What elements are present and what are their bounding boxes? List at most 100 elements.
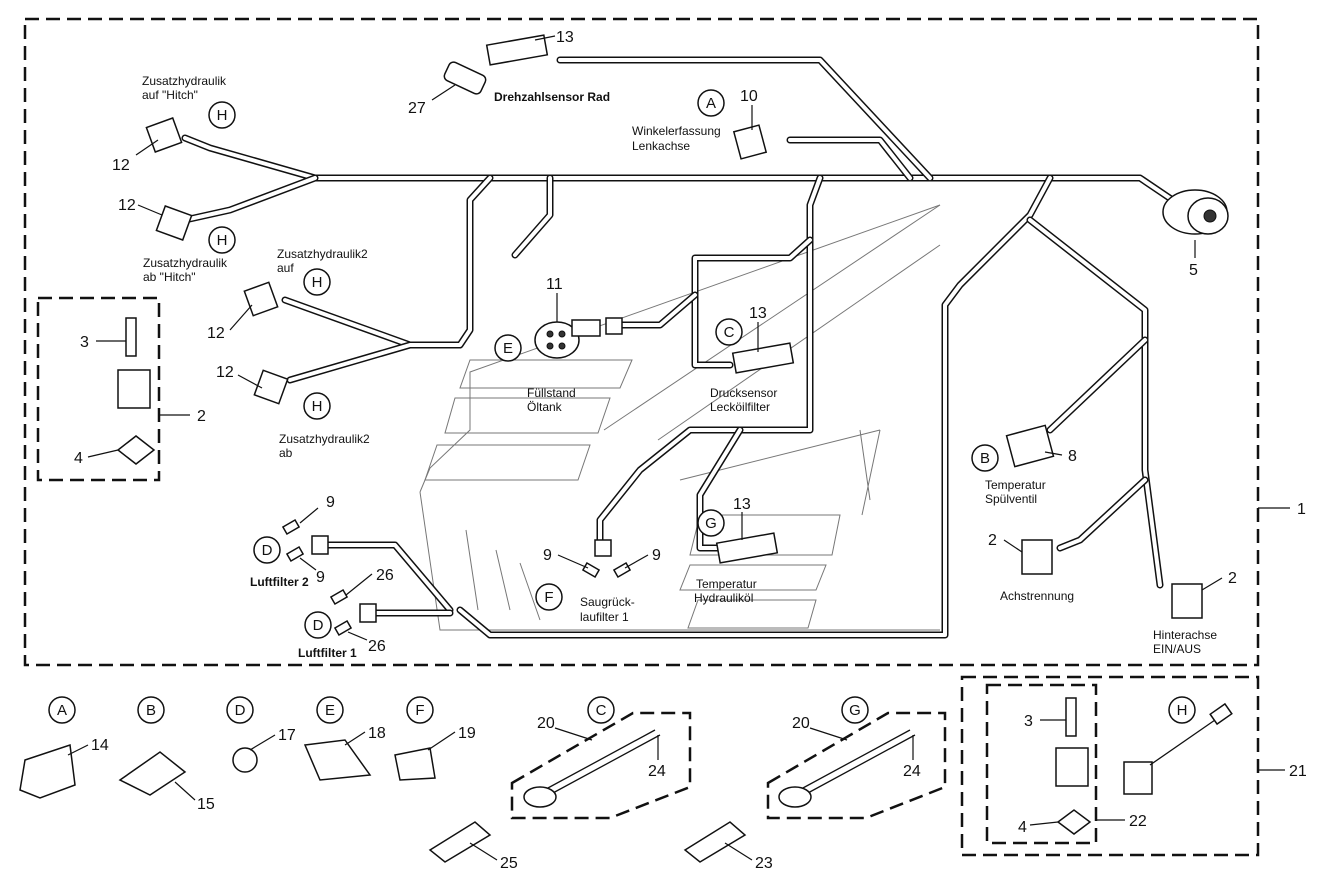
kit2-parts (116, 317, 156, 465)
svg-text:H: H (312, 398, 323, 415)
circle-d-top: D (253, 536, 281, 564)
svg-text:G: G (705, 515, 717, 532)
label-zusatz2-ab-1: Zusatzhydraulik2 (279, 432, 370, 446)
svg-text:H: H (217, 232, 228, 249)
num-12-c: 12 (207, 325, 225, 342)
label-druck-1: Drucksensor (710, 386, 777, 400)
circle-c-top: C (715, 318, 743, 346)
label-zusatz-hitch-ab-2: ab "Hitch" (143, 270, 196, 284)
connector-10 (732, 124, 768, 160)
num-12-d: 12 (216, 364, 234, 381)
num-13-low: 13 (733, 496, 751, 513)
text-labels: Zusatzhydraulik auf "Hitch" Zusatzhydrau… (142, 74, 1217, 660)
num-25: 25 (500, 855, 518, 872)
part-23 (683, 821, 747, 863)
part-18 (303, 739, 372, 781)
label-hinterachse-1: Hinterachse (1153, 628, 1217, 642)
kit-22-frame (985, 683, 1098, 845)
connector-13-mid (731, 342, 795, 374)
cable-20-g (778, 729, 916, 808)
harness (181, 56, 1184, 639)
terminals-9-26 (281, 519, 632, 636)
part-14 (19, 743, 76, 799)
kit-2-frame (36, 296, 161, 482)
svg-text:E: E (503, 340, 513, 357)
num-3-kit: 3 (80, 334, 89, 351)
part-17 (232, 747, 258, 773)
label-temp-hyd-1: Temperatur (696, 577, 757, 591)
label-winkel-1: Winkelerfassung (632, 124, 721, 138)
leader-lines (67, 35, 1290, 861)
num-2-hinterachse: 2 (1228, 570, 1237, 587)
kit-g-frame (766, 711, 947, 820)
svg-text:B: B (980, 450, 990, 467)
num-2-achstrennung: 2 (988, 532, 997, 549)
connector-13-top (485, 34, 549, 66)
num-11: 11 (546, 276, 563, 293)
svg-text:F: F (415, 702, 424, 719)
circle-h-4: H (303, 392, 331, 420)
svg-text:D: D (235, 702, 246, 719)
svg-text:A: A (706, 95, 716, 112)
svg-text:A: A (57, 702, 67, 719)
circle-b-bot: B (137, 696, 165, 724)
num-12-b: 12 (118, 197, 136, 214)
label-saug-2: laufilter 1 (580, 610, 629, 624)
num-23: 23 (755, 855, 773, 872)
label-temp-hyd-2: Hydrauliköl (694, 591, 753, 605)
num-17: 17 (278, 727, 296, 744)
connector-12-fourth (253, 369, 289, 405)
label-luftfilter2: Luftfilter 2 (250, 575, 309, 589)
svg-text:E: E (325, 702, 335, 719)
label-achstrennung: Achstrennung (1000, 589, 1074, 603)
circle-d-mid: D (304, 611, 332, 639)
letter-circles: H H H H A E C B G D D F A B D E F C G H (48, 89, 1196, 724)
num-15: 15 (197, 796, 215, 813)
svg-text:D: D (262, 542, 273, 559)
connector-12-top (145, 117, 183, 153)
circle-b-right: B (971, 444, 999, 472)
circle-d-bot: D (226, 696, 254, 724)
num-2-kit: 2 (197, 408, 206, 425)
kit22-parts (1055, 697, 1233, 835)
label-temp-spuel-1: Temperatur (985, 478, 1046, 492)
num-12-a: 12 (112, 157, 130, 174)
cable-20-c (523, 729, 661, 808)
part-15 (118, 751, 187, 796)
svg-text:F: F (544, 589, 553, 606)
num-20-g: 20 (792, 715, 810, 732)
label-zusatz-hitch-auf-2: auf "Hitch" (142, 88, 198, 102)
num-20-c: 20 (537, 715, 555, 732)
circle-g-top: G (697, 509, 725, 537)
num-21: 21 (1289, 763, 1307, 780)
connector-5 (1162, 189, 1229, 235)
circle-g-bot: G (841, 696, 869, 724)
label-fuell-2: Öltank (527, 400, 563, 414)
num-13-top: 13 (556, 29, 574, 46)
part-numbers: 1 2 2 2 3 3 4 4 5 8 9 9 9 9 10 11 12 12 … (74, 29, 1307, 872)
svg-text:H: H (217, 107, 228, 124)
svg-text:G: G (849, 702, 861, 719)
num-4-kit: 4 (74, 450, 83, 467)
connector-2-achstrennung (1021, 539, 1053, 575)
svg-text:D: D (313, 617, 324, 634)
circle-h-2: H (208, 226, 236, 254)
tank-outline (419, 204, 941, 631)
circle-a-bot: A (48, 696, 76, 724)
main-assembly-frame (23, 17, 1260, 667)
kit-21-frame (960, 675, 1260, 857)
label-druck-2: Lecköilfilter (710, 400, 770, 414)
connector-11 (534, 319, 601, 359)
num-26-b: 26 (368, 638, 386, 655)
num-26-a: 26 (376, 567, 394, 584)
label-hinterachse-2: EIN/AUS (1153, 642, 1201, 656)
circle-h-bot: H (1168, 696, 1196, 724)
label-drehzahl: Drehzahlsensor Rad (494, 90, 610, 104)
circle-a-top: A (697, 89, 725, 117)
circle-f-top: F (535, 583, 563, 611)
connector-12-second (155, 205, 193, 241)
num-9-c: 9 (543, 547, 552, 564)
label-zusatz2-auf-1: Zusatzhydraulik2 (277, 247, 368, 261)
kit-c-frame (510, 711, 692, 820)
